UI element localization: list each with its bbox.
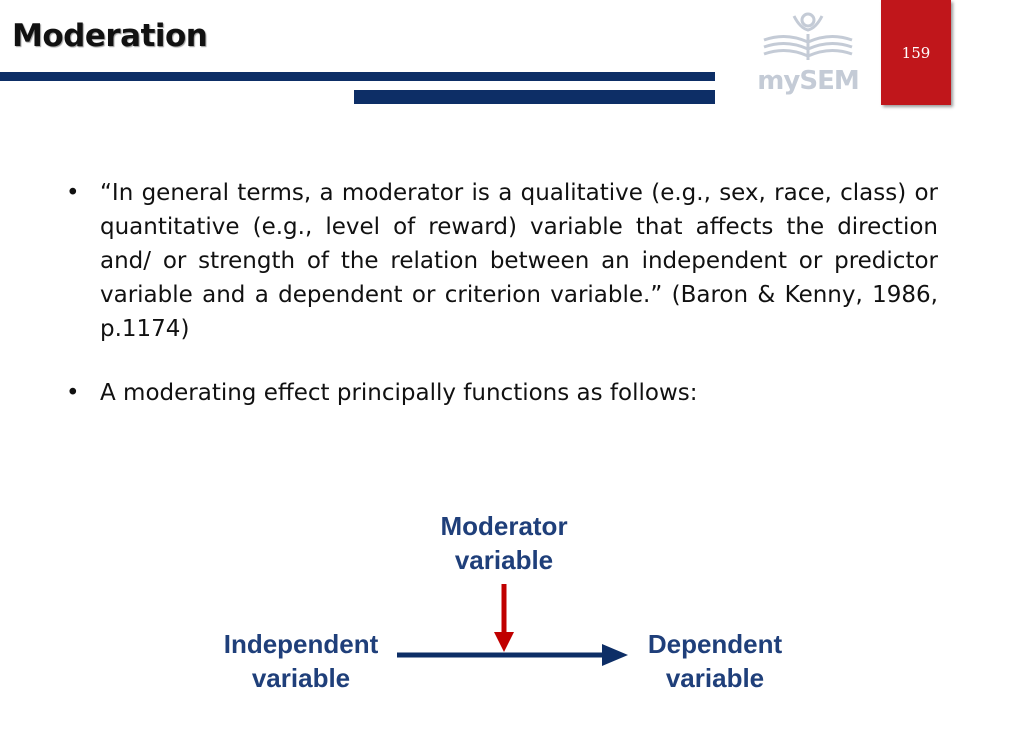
header-rule-top	[0, 72, 715, 81]
mysem-logo: mySEM	[756, 10, 860, 100]
moderator-label-line1: Moderator	[440, 511, 568, 541]
book-person-icon	[763, 12, 853, 60]
bullet-item: • A moderating effect principally functi…	[66, 376, 938, 410]
dependent-label-line1: Dependent	[647, 629, 783, 659]
moderator-arrow-head	[494, 632, 514, 652]
bullet-dot-icon: •	[66, 380, 80, 406]
dependent-variable-label: Dependent variable	[620, 627, 810, 695]
bullet-list: • “In general terms, a moderator is a qu…	[66, 176, 938, 410]
moderator-label-line2: variable	[454, 545, 554, 575]
bullet-text: A moderating effect principally function…	[100, 380, 698, 406]
page-number-badge: 159	[881, 0, 951, 105]
page-number: 159	[901, 44, 931, 62]
dependent-label-line2: variable	[665, 663, 765, 693]
independent-label-line1: Independent	[223, 629, 379, 659]
bullet-item: • “In general terms, a moderator is a qu…	[66, 176, 938, 346]
bullet-text: “In general terms, a moderator is a qual…	[100, 180, 938, 342]
logo-text: mySEM	[757, 66, 859, 96]
independent-variable-label: Independent variable	[196, 627, 406, 695]
slide-title: Moderation	[12, 18, 208, 54]
moderator-variable-label: Moderator variable	[404, 509, 604, 577]
independent-label-line2: variable	[251, 663, 351, 693]
bullet-dot-icon: •	[66, 180, 80, 206]
header-rule-bottom	[354, 90, 715, 104]
